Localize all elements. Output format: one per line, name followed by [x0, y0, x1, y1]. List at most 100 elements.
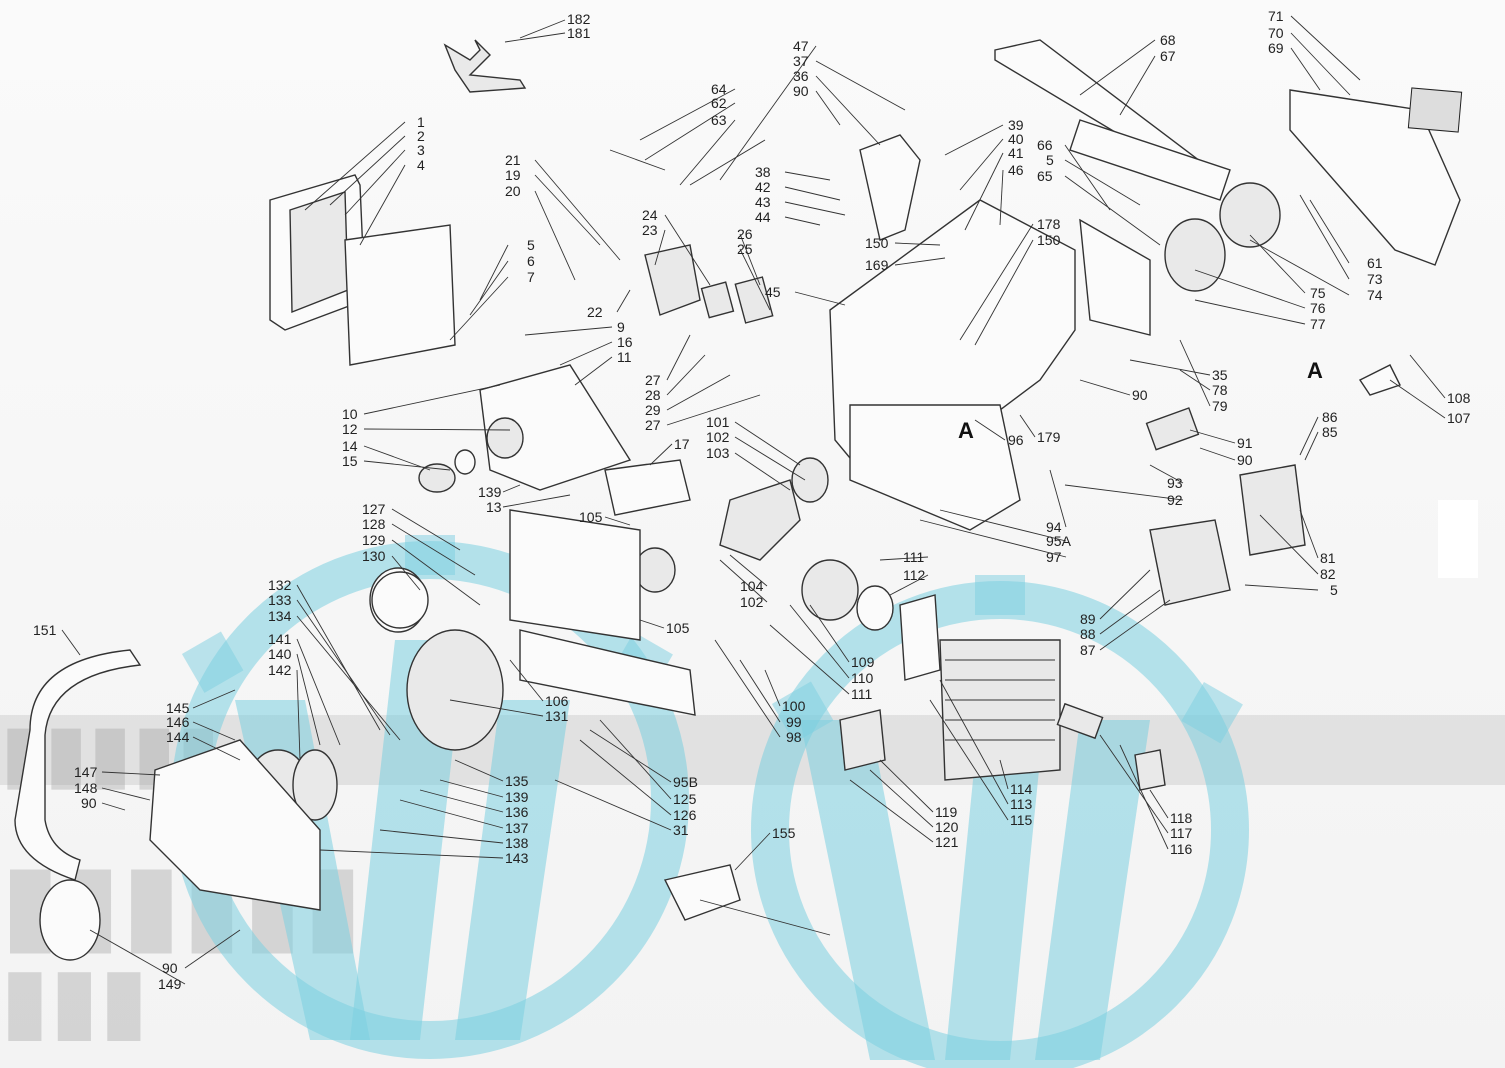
callout-13: 13 [486, 499, 502, 515]
callout-47: 47 [793, 38, 809, 54]
callout-27b: 27 [645, 417, 661, 433]
callout-181: 181 [567, 25, 591, 41]
callout-94: 94 [1046, 519, 1062, 535]
callout-90c: 90 [1237, 452, 1253, 468]
callout-102b: 102 [740, 594, 764, 610]
callout-5a: 5 [1046, 152, 1054, 168]
callout-36: 36 [793, 68, 809, 84]
callout-17: 17 [674, 436, 690, 452]
callout-119: 119 [935, 804, 958, 820]
callout-90: 90 [793, 83, 809, 99]
callout-29: 29 [645, 402, 661, 418]
callout-149: 149 [158, 976, 182, 992]
callout-39: 39 [1008, 117, 1024, 133]
callout-144: 144 [166, 729, 190, 745]
callout-64: 64 [711, 81, 727, 97]
callout-40: 40 [1008, 131, 1024, 147]
callout-121: 121 [935, 834, 959, 850]
parts [14, 39, 1463, 961]
callout-145: 145 [166, 700, 190, 716]
callout-77: 77 [1310, 316, 1326, 332]
callout-105b: 105 [666, 620, 690, 636]
callout-120: 120 [935, 819, 959, 835]
callout-139a: 139 [478, 484, 502, 500]
callout-114: 114 [1010, 781, 1033, 797]
callout-22: 22 [587, 304, 603, 320]
callout-104: 104 [740, 578, 764, 594]
callout-126: 126 [673, 807, 697, 823]
callout-110: 110 [851, 670, 874, 686]
callout-88: 88 [1080, 626, 1096, 642]
section-marker-a-2: A [1307, 358, 1323, 383]
callout-76: 76 [1310, 300, 1326, 316]
callout-66: 66 [1037, 137, 1053, 153]
callout-97: 97 [1046, 549, 1062, 565]
callout-90b: 90 [1132, 387, 1148, 403]
callout-24: 24 [642, 207, 658, 223]
callout-128: 128 [362, 516, 386, 532]
callout-150a: 150 [865, 235, 889, 251]
callout-95A: 95A [1046, 533, 1072, 549]
callout-15: 15 [342, 453, 358, 469]
callout-87: 87 [1080, 642, 1096, 658]
callout-142: 142 [268, 662, 292, 678]
callout-151: 151 [33, 622, 57, 638]
callout-102a: 102 [706, 429, 730, 445]
callout-99: 99 [786, 714, 802, 730]
callout-62: 62 [711, 95, 727, 111]
callout-101: 101 [706, 414, 730, 430]
callout-1: 1 [417, 114, 425, 130]
callout-132: 132 [268, 577, 292, 593]
callout-127: 127 [362, 501, 386, 517]
callout-125: 125 [673, 791, 697, 807]
callout-63: 63 [711, 112, 727, 128]
callout-148: 148 [74, 780, 98, 796]
callout-3: 3 [417, 142, 425, 158]
callout-109: 109 [851, 654, 875, 670]
callout-93: 93 [1167, 475, 1183, 491]
callout-95B: 95B [673, 774, 698, 790]
callout-5b: 5 [527, 237, 535, 253]
callout-9: 9 [617, 319, 625, 335]
callout-113: 113 [1010, 796, 1033, 812]
callout-111a: 111 [903, 549, 924, 565]
callout-81: 81 [1320, 550, 1336, 566]
callout-labels: 182 181 1 2 3 4 64 62 63 47 37 36 90 68 … [33, 8, 1471, 992]
callout-105a: 105 [579, 509, 603, 525]
callout-147: 147 [74, 764, 98, 780]
callout-61: 61 [1367, 255, 1383, 271]
callout-12: 12 [342, 421, 358, 437]
callout-5c: 5 [1330, 582, 1338, 598]
callout-71: 71 [1268, 8, 1284, 24]
callout-118: 118 [1170, 810, 1193, 826]
callout-96: 96 [1008, 432, 1024, 448]
callout-27a: 27 [645, 372, 661, 388]
callout-169: 169 [865, 257, 889, 273]
callout-115: 115 [1010, 812, 1033, 828]
callout-79: 79 [1212, 398, 1228, 414]
callout-179: 179 [1037, 429, 1061, 445]
callout-11: 11 [617, 349, 632, 365]
callout-7: 7 [527, 269, 535, 285]
callout-117: 117 [1170, 825, 1193, 841]
callout-2: 2 [417, 128, 425, 144]
callout-90d: 90 [81, 795, 97, 811]
callout-112: 112 [903, 567, 926, 583]
svg-text:▮▮▮: ▮▮▮ [0, 947, 149, 1052]
callout-143: 143 [505, 850, 529, 866]
callout-136: 136 [505, 804, 529, 820]
callout-73: 73 [1367, 271, 1383, 287]
callout-44: 44 [755, 209, 771, 225]
callout-106: 106 [545, 693, 569, 709]
callout-28: 28 [645, 387, 661, 403]
callout-75: 75 [1310, 285, 1326, 301]
callout-91: 91 [1237, 435, 1253, 451]
callout-67: 67 [1160, 48, 1176, 64]
callout-65: 65 [1037, 168, 1053, 184]
callout-107: 107 [1447, 410, 1471, 426]
callout-155: 155 [772, 825, 796, 841]
callout-182: 182 [567, 11, 591, 27]
callout-92: 92 [1167, 492, 1183, 508]
